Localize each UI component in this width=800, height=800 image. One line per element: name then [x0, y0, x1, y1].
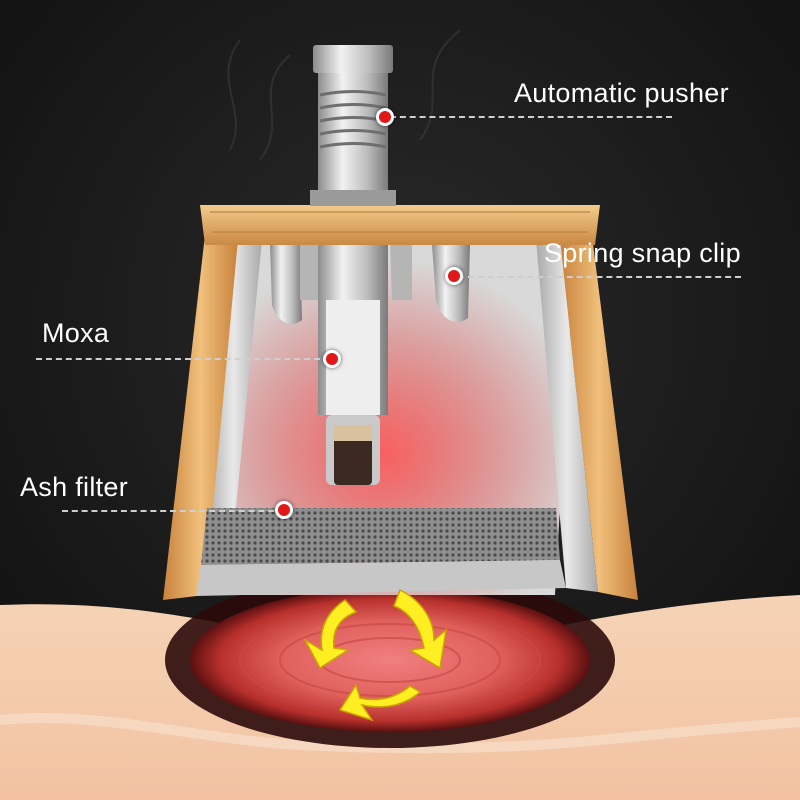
- rotation-arrows-icon: [303, 588, 448, 722]
- label-moxa: Moxa: [42, 318, 110, 348]
- bamboo-lid: [200, 205, 600, 245]
- callout-marker-icon: [376, 108, 394, 126]
- label-spring-snap-clip: Spring snap clip: [544, 238, 741, 268]
- ash-filter-mesh: [201, 508, 560, 565]
- ash-filter-leader-line: [62, 510, 284, 512]
- smoke-wisps: [227, 29, 461, 161]
- callout-marker-icon: [323, 350, 341, 368]
- bamboo-wall-right: [560, 236, 638, 600]
- moxa-leader-line: [36, 358, 330, 360]
- label-ash-filter: Ash filter: [20, 472, 129, 502]
- pusher-leader-line: [390, 116, 672, 118]
- callout-marker-icon: [275, 501, 293, 519]
- label-automatic-pusher: Automatic pusher: [514, 78, 729, 108]
- bamboo-wall-left: [163, 235, 238, 600]
- callout-marker-icon: [445, 267, 463, 285]
- spring-clips: [270, 245, 470, 325]
- clip-leader-line: [458, 276, 741, 278]
- pusher-assembly: [310, 45, 396, 485]
